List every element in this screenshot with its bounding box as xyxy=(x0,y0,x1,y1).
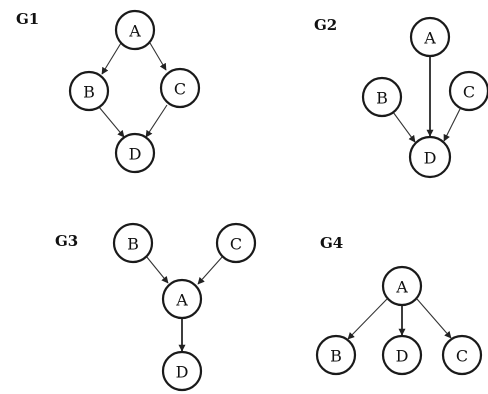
node-circle xyxy=(161,350,203,392)
node-g2-a: A xyxy=(409,16,451,58)
node-circle xyxy=(408,135,452,179)
node-circle xyxy=(448,70,488,112)
node-circle xyxy=(114,132,156,174)
node-g4-d: D xyxy=(381,334,423,376)
node-g3-b: B xyxy=(112,222,154,264)
node-label: A xyxy=(175,291,188,310)
edge-g4-a-c xyxy=(416,298,452,339)
edge-g1-a-b xyxy=(101,42,122,75)
node-g3-a: A xyxy=(161,278,203,320)
graph-g2: G2 A B C D xyxy=(314,16,488,179)
node-g1-c: C xyxy=(159,67,201,109)
node-g4-b: B xyxy=(315,334,357,376)
edge-g3-c-a xyxy=(197,255,224,285)
node-circle xyxy=(381,334,423,376)
graph-g1: G1 A B C D xyxy=(16,9,201,174)
edge-g1-b-d xyxy=(98,106,125,138)
node-circle xyxy=(159,67,201,109)
node-label: B xyxy=(376,89,388,108)
graph-g4: G4 A B D C xyxy=(315,234,483,376)
edge-g1-c-d xyxy=(145,104,168,138)
node-label: B xyxy=(83,83,95,102)
node-g4-c: C xyxy=(441,334,483,376)
edge-g1-a-c xyxy=(149,42,167,71)
node-circle xyxy=(68,70,110,112)
node-label: A xyxy=(423,29,436,48)
node-g2-b: B xyxy=(361,76,403,118)
node-label: B xyxy=(127,235,139,254)
edges-g4 xyxy=(347,298,452,340)
edges-g1 xyxy=(98,42,168,138)
node-label: D xyxy=(176,363,189,382)
graph-title: G1 xyxy=(16,10,39,28)
node-circle xyxy=(361,76,403,118)
edges-g3 xyxy=(145,255,224,352)
node-circle xyxy=(161,278,203,320)
node-g1-b: B xyxy=(68,70,110,112)
node-circle xyxy=(114,9,156,51)
node-g4-a: A xyxy=(381,265,423,307)
graph-title: G4 xyxy=(320,234,343,252)
edge-g3-b-a xyxy=(145,255,169,284)
node-circle xyxy=(215,222,257,264)
node-circle xyxy=(409,16,451,58)
graph-title: G2 xyxy=(314,16,337,34)
node-g3-c: C xyxy=(215,222,257,264)
edge-g4-a-b xyxy=(347,298,388,340)
node-g1-d: D xyxy=(114,132,156,174)
node-g1-a: A xyxy=(114,9,156,51)
graph-g3: G3 B C A D xyxy=(55,222,257,392)
node-label: C xyxy=(230,235,242,254)
node-circle xyxy=(315,334,357,376)
node-label: A xyxy=(395,278,408,297)
node-label: C xyxy=(463,83,475,102)
node-circle xyxy=(112,222,154,264)
graph-title: G3 xyxy=(55,232,78,250)
node-circle xyxy=(381,265,423,307)
node-g2-c: C xyxy=(448,70,488,112)
edges-g2 xyxy=(392,56,461,143)
edge-g2-c-d xyxy=(443,108,461,142)
edge-g2-b-d xyxy=(392,111,416,143)
node-label: C xyxy=(456,347,468,366)
node-label: C xyxy=(174,80,186,99)
node-label: A xyxy=(128,22,141,41)
node-circle xyxy=(441,334,483,376)
node-label: D xyxy=(424,149,437,168)
node-label: D xyxy=(129,145,142,164)
node-label: B xyxy=(330,347,342,366)
node-g3-d: D xyxy=(161,350,203,392)
node-label: D xyxy=(396,347,409,366)
node-g2-d: D xyxy=(408,135,452,179)
